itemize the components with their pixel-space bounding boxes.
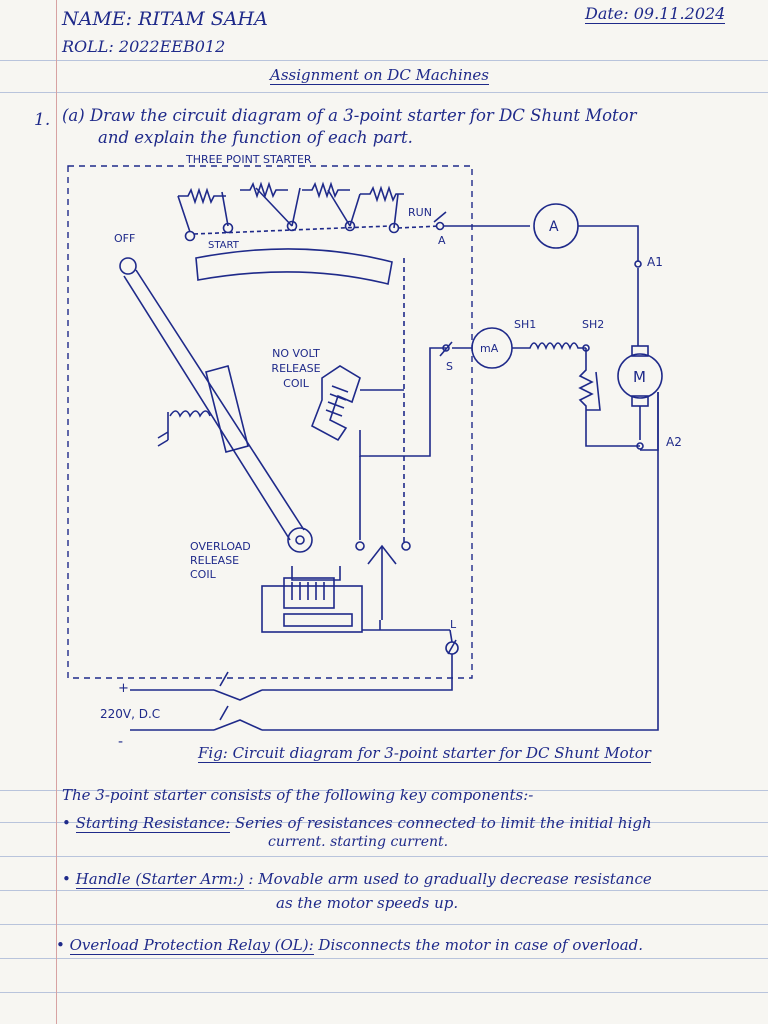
olr-coil-label: OVERLOAD RELEASE COIL	[190, 540, 251, 581]
motor-label: M	[633, 368, 646, 386]
supply-label: 220V, D.C	[100, 707, 160, 721]
assignment-title: Assignment on DC Machines	[270, 66, 489, 85]
sh1-label: SH1	[514, 318, 536, 331]
date: Date: 09.11.2024	[585, 4, 726, 24]
plus-label: +	[118, 681, 129, 696]
a1-label: A1	[647, 255, 663, 269]
student-name: NAME: RITAM SAHA	[62, 8, 268, 30]
run-label: RUN	[408, 206, 432, 219]
starting-resistance-desc-2: current. starting current.	[268, 834, 449, 850]
starting-resistance-desc: Series of resistances connected to limit…	[235, 814, 652, 832]
components-intro: The 3-point starter consists of the foll…	[62, 786, 534, 804]
ammeter-label: A	[549, 219, 559, 235]
minus-label: -	[118, 734, 123, 750]
handle-desc-2: as the motor speeds up.	[276, 894, 459, 912]
question-line-1: (a) Draw the circuit diagram of a 3-poin…	[62, 106, 637, 125]
margin-line	[56, 0, 57, 1024]
overload-relay-desc: Disconnects the motor in case of overloa…	[318, 936, 644, 954]
overload-relay-term: Overload Protection Relay (OL):	[69, 936, 314, 955]
start-label: START	[208, 240, 240, 251]
nvr-coil-label: NO VOLT RELEASE COIL	[271, 347, 321, 390]
handle-term: Handle (Starter Arm:)	[75, 870, 244, 889]
off-label: OFF	[114, 232, 135, 245]
bullet-2: • Handle (Starter Arm:) : Movable arm us…	[62, 870, 652, 889]
roll-number: ROLL: 2022EEB012	[62, 37, 226, 56]
question-number: 1.	[34, 110, 51, 130]
a2-label: A2	[666, 435, 682, 449]
handle-desc: : Movable arm used to gradually decrease…	[248, 870, 652, 888]
milliammeter-label: mA	[480, 342, 499, 355]
figure-caption: Fig: Circuit diagram for 3-point starter…	[198, 744, 651, 763]
bullet-1: • Starting Resistance: Series of resista…	[62, 814, 652, 833]
l-label: L	[450, 618, 457, 631]
starting-resistance-term: Starting Resistance:	[75, 814, 231, 833]
sh2-label: SH2	[582, 318, 604, 331]
contact-a-label: A	[438, 234, 446, 247]
starter-box-title: THREE POINT STARTER	[185, 153, 312, 166]
question-line-2: and explain the function of each part.	[98, 128, 413, 147]
bullet-3: • Overload Protection Relay (OL): Discon…	[56, 936, 644, 955]
s-label: S	[446, 360, 453, 373]
